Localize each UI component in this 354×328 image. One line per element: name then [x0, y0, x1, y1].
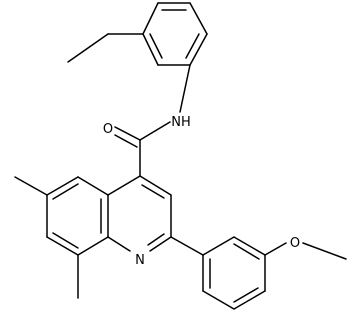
- amide-nh-label: NH: [171, 115, 191, 130]
- carbonyl-double-bond-inner: [114, 134, 138, 148]
- quinoline-core: [14, 175, 172, 299]
- aryl-o-bond: [264, 242, 287, 256]
- carbonyl-double-bond-outer: [114, 126, 141, 141]
- methoxy-oxygen-label: O: [290, 236, 300, 251]
- ethyl-ch3-bond: [67, 33, 109, 63]
- ring-methyl-6-bond: [14, 176, 48, 196]
- ring-aryl-bond: [170, 236, 204, 256]
- aryl-n-bond: [179, 64, 191, 113]
- quinoline-nitrogen-label: N: [135, 253, 145, 268]
- amide-linkage: [114, 64, 191, 177]
- n-carbonyl-bond: [139, 121, 171, 141]
- o-methyl-bond: [302, 242, 347, 260]
- carbonyl-oxygen-label: O: [103, 122, 113, 137]
- ethyl-phenyl-group: [67, 2, 208, 66]
- methoxyphenyl-group: [170, 236, 347, 310]
